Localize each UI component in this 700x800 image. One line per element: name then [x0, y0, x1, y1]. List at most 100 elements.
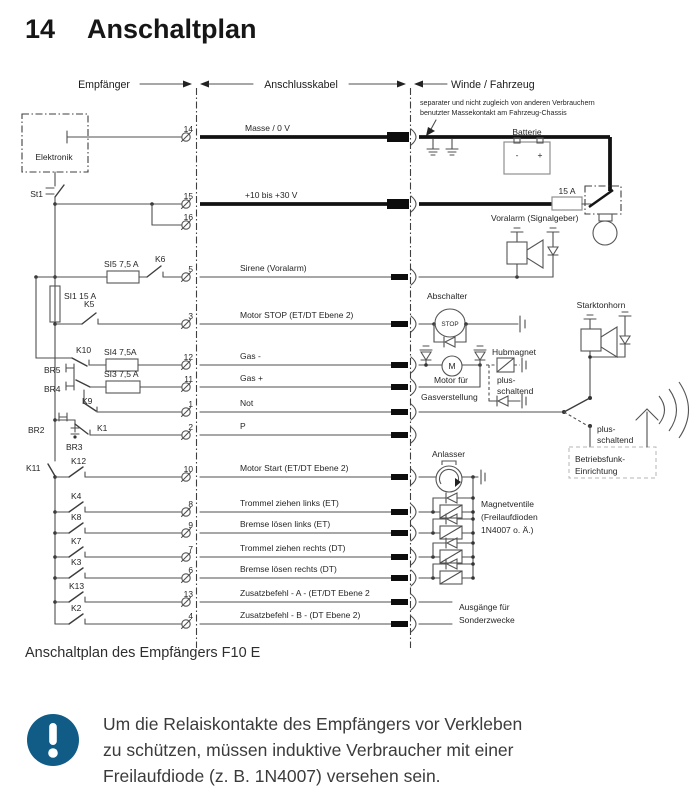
mandatory-exclamation-icon [27, 714, 79, 766]
terminal-row: 8 Trommel ziehen links (ET) [180, 498, 417, 521]
terminal-row: 2 P [180, 421, 417, 444]
starter-icon [435, 465, 463, 493]
battery-terminal-icon [480, 469, 486, 485]
svg-text:4: 4 [188, 611, 193, 621]
column-empfaenger: Empfänger [78, 79, 130, 91]
arrow-right-icon [183, 80, 192, 88]
switch-k11 [47, 463, 56, 477]
svg-text:+: + [538, 150, 543, 160]
bridge-br3: BR3 [66, 427, 83, 452]
betriebsfunk-box: Betriebsfunk- Einrichtung [568, 446, 657, 479]
svg-text:11: 11 [184, 374, 193, 384]
magnetventil-2 [418, 513, 475, 540]
svg-text:Gas -: Gas - [240, 351, 261, 361]
bulb-icon [592, 213, 618, 246]
svg-text:Bremse lösen rechts (DT): Bremse lösen rechts (DT) [240, 564, 337, 574]
terminal-row: 10 Motor Start (ET/DT Ebene 2) [180, 463, 417, 486]
svg-text:(Freilaufdioden: (Freilaufdioden [481, 512, 538, 522]
branch-zusatz-a: K13 [53, 581, 183, 604]
notice-line: zu schützen, müssen induktive Verbrauche… [103, 740, 514, 760]
svg-text:Batterie: Batterie [512, 127, 542, 137]
svg-text:13: 13 [184, 589, 194, 599]
diode-icon [589, 335, 631, 358]
svg-text:K5: K5 [84, 299, 95, 309]
column-anschlusskabel: Anschlusskabel [264, 79, 338, 91]
svg-text:Gasverstellung: Gasverstellung [421, 392, 478, 402]
chassis-ground-note: separater und nicht zugleich von anderen… [420, 99, 595, 136]
supply-icon [419, 345, 433, 351]
horn-icon [506, 239, 544, 278]
svg-text:Abschalter: Abschalter [427, 291, 467, 301]
not-switch-circuit: plus- schaltend Betriebsfunk- Einrichtun… [418, 381, 690, 479]
antenna-icon [635, 381, 690, 448]
stop-label: STOP [441, 321, 458, 328]
terminal-row: 14 Masse / 0 V [180, 123, 417, 146]
branch-trommel-links: K4 [53, 491, 183, 514]
svg-text:16: 16 [184, 212, 194, 222]
st1-connector: St1 [30, 171, 65, 199]
voralarm-circuit: Voralarm (Signalgeber) [418, 213, 579, 279]
svg-text:BR2: BR2 [28, 425, 45, 435]
ground-icon [445, 138, 459, 156]
ground-battery-circuit: Batterie - + [419, 127, 612, 191]
svg-text:15: 15 [184, 191, 194, 201]
diode-icon [433, 323, 467, 348]
svg-text:schaltend: schaltend [497, 386, 534, 396]
svg-text:Hubmagnet: Hubmagnet [492, 347, 537, 357]
abschalter-circuit: Abschalter STOP [418, 291, 526, 348]
svg-text:Sonderzwecke: Sonderzwecke [459, 615, 515, 625]
horn-icon [580, 326, 618, 358]
svg-text:5: 5 [188, 264, 193, 274]
elektronik-box: Elektronik [21, 113, 183, 173]
svg-text:1: 1 [188, 399, 193, 409]
svg-text:plus-: plus- [597, 424, 616, 434]
svg-text:K11: K11 [26, 463, 41, 473]
terminal-row: 15 +10 bis +30 V [180, 190, 417, 213]
supply-icon [618, 311, 632, 337]
terminal-row: 5 Sirene (Voralarm) [180, 263, 417, 286]
svg-text:Einrichtung: Einrichtung [575, 466, 618, 476]
svg-text:15 A: 15 A [558, 186, 575, 196]
svg-text:K3: K3 [71, 557, 82, 567]
svg-text:schaltend: schaltend [597, 435, 634, 445]
svg-text:BR3: BR3 [66, 442, 83, 452]
bridge-br4: BR4 [44, 381, 75, 394]
anlasser-circuit: Anlasser [418, 449, 486, 579]
branch-zusatz-b: K2 [54, 603, 183, 625]
battery-terminal-icon [521, 357, 527, 373]
gas-motor-circuit: M Motor für Gasverstellung [418, 345, 487, 402]
svg-text:Gas +: Gas + [240, 373, 263, 383]
svg-text:Trommel ziehen links (ET): Trommel ziehen links (ET) [240, 498, 339, 508]
supply-icon [510, 227, 524, 243]
svg-text:+10 bis +30 V: +10 bis +30 V [245, 190, 298, 200]
terminal-row: 7 Trommel ziehen rechts (DT) [180, 543, 417, 566]
svg-text:SI5 7,5 A: SI5 7,5 A [104, 259, 139, 269]
svg-text:12: 12 [184, 352, 194, 362]
supply-feed [53, 202, 183, 226]
branch-sirene: SI5 7,5 A K6 [34, 254, 183, 359]
hubmagnet-circuit: Hubmagnet plus- schaltend [486, 347, 537, 409]
svg-text:SI3 7,5 A: SI3 7,5 A [104, 369, 139, 379]
arrow-right-icon [397, 80, 406, 88]
svg-text:K10: K10 [76, 345, 91, 355]
terminals-and-cable: 14 Masse / 0 V 15 +10 bis +30 V 16 5 S [180, 123, 417, 633]
svg-text:-: - [516, 150, 519, 160]
bridge-br2: BR2 [28, 412, 68, 435]
svg-text:Motor für: Motor für [434, 375, 468, 385]
svg-text:10: 10 [184, 464, 194, 474]
terminal-row: 13 Zusatzbefehl - A - (ET/DT Ebene 2 [180, 588, 417, 611]
terminal-row: 9 Bremse lösen links (ET) [180, 519, 417, 542]
terminal-row: 12 Gas - [180, 351, 417, 374]
terminal-row: 16 [180, 212, 194, 231]
svg-text:K8: K8 [71, 512, 82, 522]
magnetventile-label: Magnetventile (Freilaufdioden 1N4007 o. … [481, 499, 538, 535]
svg-text:M: M [448, 361, 455, 371]
svg-text:Starktonhorn: Starktonhorn [577, 300, 626, 310]
main-switch-circuit: 15 A [419, 185, 622, 246]
magnetventil-1 [418, 492, 475, 519]
fuse-si1: SI1 15 A [49, 285, 96, 323]
svg-text:SI4 7,5A: SI4 7,5A [104, 347, 137, 357]
fuse-15a: 15 A [551, 186, 583, 211]
terminal-row: 3 Motor STOP (ET/DT Ebene 2) [180, 310, 417, 333]
